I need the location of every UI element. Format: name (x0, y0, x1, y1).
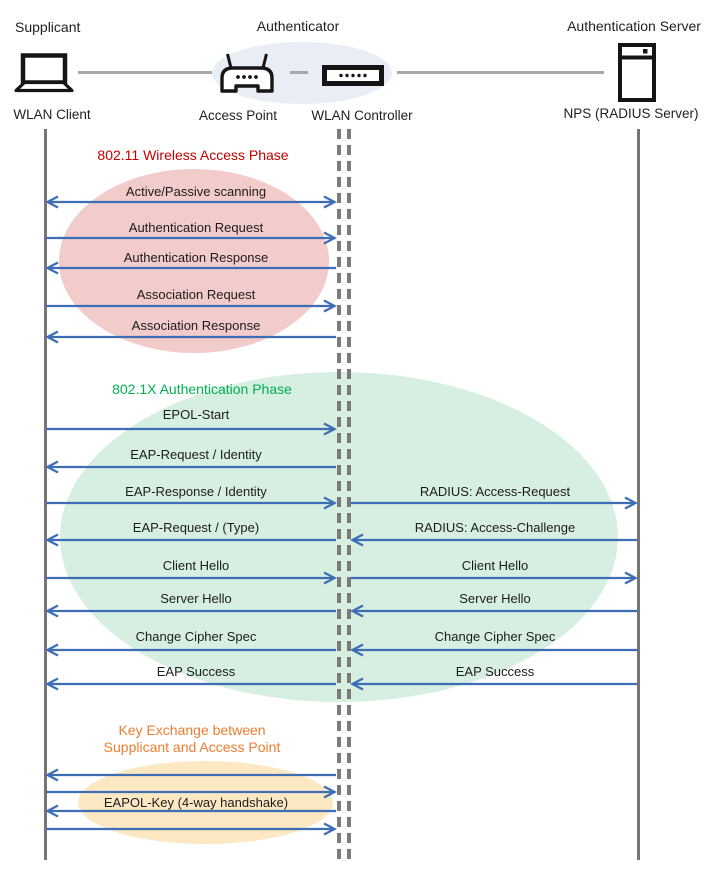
message-label: EAP-Response / Identity (125, 484, 267, 499)
message-arrow (351, 571, 638, 585)
device-label-wlan-controller: WLAN Controller (311, 108, 413, 123)
wlan-controller-icon (322, 65, 384, 86)
message-label: Client Hello (162, 558, 230, 573)
message-arrow (350, 533, 637, 547)
message-label: Server Hello (459, 591, 531, 606)
role-label-authenticator: Authenticator (256, 18, 340, 34)
message-label: Authentication Response (123, 250, 269, 265)
laptop-icon (14, 53, 74, 93)
phase-80211-ellipse (59, 169, 329, 353)
message-arrow (45, 195, 337, 209)
message-arrow (45, 643, 336, 657)
message-arrow (45, 330, 336, 344)
device-label-nps: NPS (RADIUS Server) (563, 106, 699, 121)
access-point-icon (220, 53, 274, 93)
message-label: RADIUS: Access-Challenge (414, 520, 576, 535)
message-arrow (46, 785, 337, 799)
message-arrow (45, 804, 336, 818)
message-arrow (45, 604, 336, 618)
phase-key-exchange-title-line2: Supplicant and Access Point (103, 739, 281, 755)
message-arrow (350, 604, 637, 618)
server-icon (618, 43, 656, 102)
phase-key-exchange-title-line1: Key Exchange between (118, 722, 266, 738)
message-arrow (46, 299, 337, 313)
message-arrow (350, 677, 637, 691)
message-label: EAP Success (156, 664, 236, 679)
role-label-authentication-server: Authentication Server (567, 18, 701, 34)
message-arrow (46, 422, 337, 436)
message-label: EPOL-Start (162, 407, 230, 422)
connector-line-client-ap (78, 71, 212, 74)
message-label: Association Request (136, 287, 256, 302)
message-arrow (46, 496, 337, 510)
message-arrow (46, 571, 337, 585)
device-label-wlan-client: WLAN Client (13, 107, 91, 122)
message-label: RADIUS: Access-Request (419, 484, 571, 499)
message-arrow (45, 677, 336, 691)
lifeline-wlan-client (44, 129, 47, 860)
lifeline-wlan-controller (347, 129, 351, 860)
message-label: EAP-Request / Identity (130, 447, 262, 462)
message-arrow (46, 231, 337, 245)
message-label: Active/Passive scanning (125, 184, 267, 199)
message-label: Association Response (131, 318, 261, 333)
connector-line-controller-server (397, 71, 604, 74)
role-label-supplicant: Supplicant (15, 19, 81, 35)
message-label: EAP-Request / (Type) (132, 520, 260, 535)
device-label-access-point: Access Point (198, 108, 278, 123)
connector-line-ap-controller (290, 71, 308, 74)
phase-80211-title: 802.11 Wireless Access Phase (97, 147, 289, 163)
phase-key-exchange-title: Key Exchange between Supplicant and Acce… (104, 722, 281, 756)
message-label: Change Cipher Spec (434, 629, 556, 644)
message-label: EAPOL-Key (4-way handshake) (103, 795, 289, 810)
message-label: EAP Success (455, 664, 535, 679)
message-arrow (45, 533, 336, 547)
message-label: Change Cipher Spec (135, 629, 257, 644)
message-label: Server Hello (160, 591, 232, 606)
message-arrow (45, 460, 336, 474)
message-arrow (45, 261, 336, 275)
message-arrow (350, 643, 637, 657)
message-arrow (351, 496, 638, 510)
phase-8021x-title: 802.1X Authentication Phase (112, 381, 292, 397)
lifeline-nps (637, 129, 640, 860)
message-arrow (45, 768, 336, 782)
message-label: Client Hello (461, 558, 529, 573)
message-arrow (46, 822, 337, 836)
message-label: Authentication Request (128, 220, 264, 235)
lifeline-access-point (337, 129, 341, 860)
